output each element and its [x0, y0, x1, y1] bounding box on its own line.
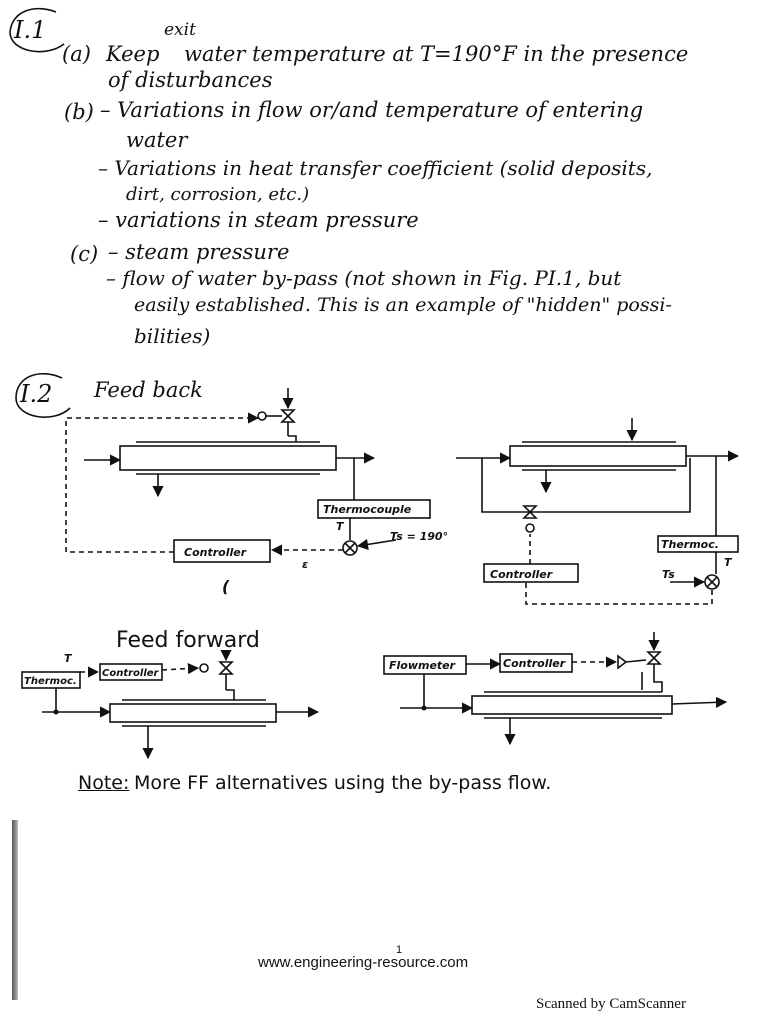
- thermoc-label-3: Thermoc.: [24, 676, 77, 687]
- bypass-valve: [522, 505, 538, 519]
- flowmeter-label: Flowmeter: [389, 659, 456, 672]
- heat-exchanger-3: [109, 703, 277, 723]
- steam-valve-3: [218, 661, 234, 675]
- controller-label-2: Controller: [490, 568, 553, 581]
- section-2-circle: [15, 373, 71, 418]
- section-1-number: I.1: [14, 16, 47, 44]
- section-2-number: I.2: [20, 380, 53, 408]
- t-label-1: T: [336, 520, 345, 533]
- item-c-line1: – steam pressure: [108, 240, 290, 264]
- thermocouple-label: Thermocouple: [323, 503, 412, 516]
- controller-label-4: Controller: [503, 657, 566, 670]
- item-c-label: (c): [70, 242, 99, 266]
- footer-url: www.engineering-resource.com: [258, 954, 469, 971]
- feedforward-title: Feed forward: [116, 628, 260, 653]
- thermoc-label-2: Thermoc.: [661, 538, 719, 551]
- steam-valve-4: [646, 651, 662, 665]
- item-c-line4: bilities): [134, 324, 211, 348]
- steam-valve-1: [280, 409, 296, 423]
- feedback-diagram-2: Thermoc. T Ts Controller: [456, 418, 740, 605]
- scan-edge-shadow: [12, 820, 18, 1000]
- item-b-line3: – Variations in heat transfer coefficien…: [98, 156, 653, 180]
- controller-box-2: [483, 563, 579, 583]
- feedforward-diagram-2: Flowmeter Controller: [383, 632, 728, 746]
- page-number: 1: [396, 944, 403, 956]
- feedback-title: Feed back: [94, 378, 203, 402]
- flowmeter-box: [383, 655, 467, 675]
- item-b-label: (b): [64, 100, 94, 124]
- note-label: Note:: [78, 772, 130, 794]
- feedforward-diagram-1: Thermoc. T Controller: [21, 649, 320, 760]
- scanner-watermark: Scanned by CamScanner: [536, 996, 686, 1012]
- item-c-line3: easily established. This is an example o…: [134, 294, 672, 316]
- item-a-exit: exit: [164, 20, 196, 40]
- heat-exchanger-4: [471, 695, 673, 715]
- item-b-line4: dirt, corrosion, etc.): [126, 184, 310, 205]
- controller-box-4: [499, 653, 573, 673]
- thermoc-box-2: [657, 535, 739, 553]
- item-a-text: water temperature at T=190°F in the pres…: [184, 42, 689, 66]
- item-b-line5: – variations in steam pressure: [98, 208, 419, 232]
- heat-exchanger-2: [509, 445, 687, 467]
- t-label-2: T: [724, 556, 733, 569]
- controller-box-3: [99, 663, 163, 681]
- controller-label-1: Controller: [184, 546, 247, 559]
- t-label-3: T: [64, 652, 73, 665]
- item-b-line2: water: [126, 128, 188, 152]
- section-1-circle: [9, 7, 65, 53]
- item-a-label: (a): [62, 42, 91, 66]
- feedback-diagram-1: Thermocouple T Ts = 190° ε Controller (: [65, 388, 448, 596]
- setpoint-label: Ts = 190°: [390, 530, 448, 543]
- item-a-before: Keep: [106, 42, 160, 66]
- stray-paren: (: [222, 577, 230, 596]
- item-c-line2: – flow of water by-pass (not shown in Fi…: [106, 266, 622, 290]
- item-b-line1: – Variations in flow or/and temperature …: [100, 98, 644, 122]
- epsilon-label: ε: [302, 558, 308, 571]
- controller-label-3: Controller: [102, 668, 160, 679]
- ts-label-2: Ts: [662, 568, 675, 581]
- heat-exchanger-1: [119, 445, 337, 471]
- thermocouple-box: [317, 499, 431, 519]
- note-text: More FF alternatives using the by-pass f…: [134, 772, 552, 794]
- item-a-line2: of disturbances: [108, 68, 273, 92]
- controller-box-1: [173, 539, 271, 563]
- thermoc-box-3: [21, 671, 81, 689]
